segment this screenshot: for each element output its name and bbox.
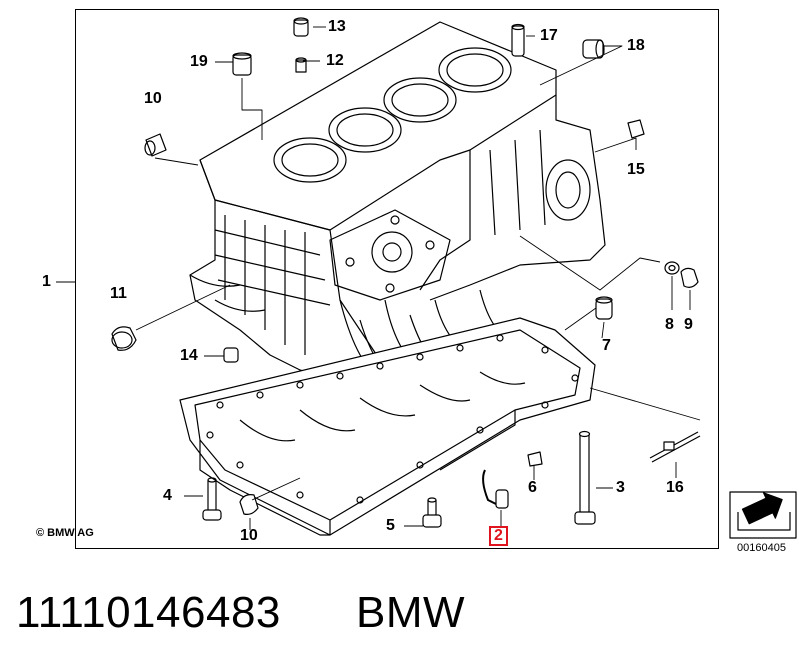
callout-3: 3 <box>616 479 625 496</box>
callout-15: 15 <box>627 161 645 178</box>
callout-16: 16 <box>666 479 684 496</box>
callout-1: 1 <box>42 273 51 290</box>
callout-13: 13 <box>328 18 346 35</box>
callout-18: 18 <box>627 37 645 54</box>
engine-block <box>179 21 606 536</box>
callout-12: 12 <box>326 52 344 69</box>
diagram-arrow-logo-icon <box>729 491 797 539</box>
leader-lines <box>56 26 701 530</box>
callout-7: 7 <box>602 337 611 354</box>
diagram-frame <box>75 9 719 549</box>
callout-5: 5 <box>386 517 395 534</box>
callout-14: 14 <box>180 347 198 364</box>
callout-6: 6 <box>528 479 537 496</box>
callout-2-highlighted: 2 <box>489 526 508 546</box>
callout-8: 8 <box>665 316 674 333</box>
callout-4: 4 <box>163 487 172 504</box>
part-number: 11110146483 <box>16 588 281 637</box>
image-id: 00160405 <box>737 542 786 554</box>
callout-10-bottom: 10 <box>240 527 258 544</box>
callout-19: 19 <box>190 53 208 70</box>
callout-9: 9 <box>684 316 693 333</box>
brand-name: BMW <box>356 588 466 637</box>
callout-11: 11 <box>110 285 127 302</box>
engine-block-exploded-view <box>56 17 797 539</box>
copyright-notice: © BMW AG <box>36 527 94 539</box>
callout-10-top: 10 <box>144 90 162 107</box>
callout-17: 17 <box>540 27 558 44</box>
